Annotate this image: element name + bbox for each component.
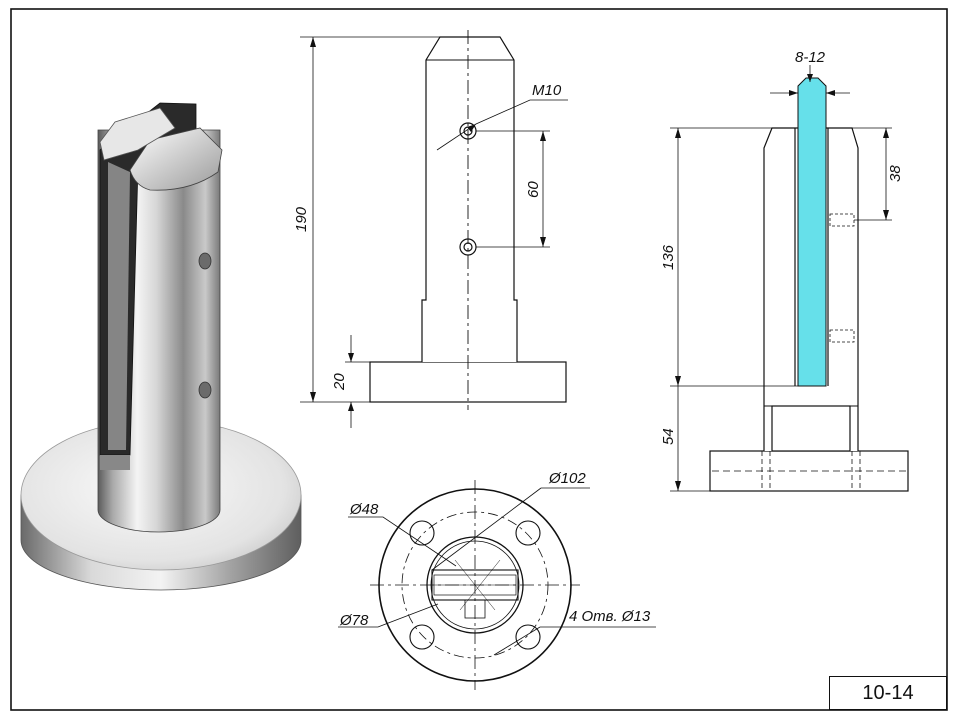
hole-spacing-label: 60 xyxy=(525,181,542,198)
total-height-label: 190 xyxy=(293,206,310,232)
base-thickness-label: 20 xyxy=(331,373,348,391)
drawing-code-box: 10-14 xyxy=(829,676,947,710)
glass-thickness-label: 8-12 xyxy=(795,49,826,66)
screw-hole-lower xyxy=(198,381,212,399)
glass-panel xyxy=(797,77,827,387)
screw-hole-upper xyxy=(198,252,212,270)
side-section-view xyxy=(670,65,909,492)
bolt-circle-label: Ø78 xyxy=(339,612,369,629)
top-view xyxy=(338,480,656,690)
post-diameter-label: Ø48 xyxy=(349,501,379,518)
top-to-hole-label: 38 xyxy=(887,165,904,182)
sheet-border xyxy=(10,8,948,711)
front-view xyxy=(300,30,568,428)
drawing-code: 10-14 xyxy=(862,681,914,704)
flange-diameter-label: Ø102 xyxy=(548,470,586,487)
spigot-3d-render xyxy=(20,102,302,591)
slot-depth-label: 136 xyxy=(660,244,677,270)
thread-label: M10 xyxy=(532,82,562,99)
mount-holes-label: 4 Отв. Ø13 xyxy=(569,608,651,625)
base-to-slot-label: 54 xyxy=(660,428,677,445)
